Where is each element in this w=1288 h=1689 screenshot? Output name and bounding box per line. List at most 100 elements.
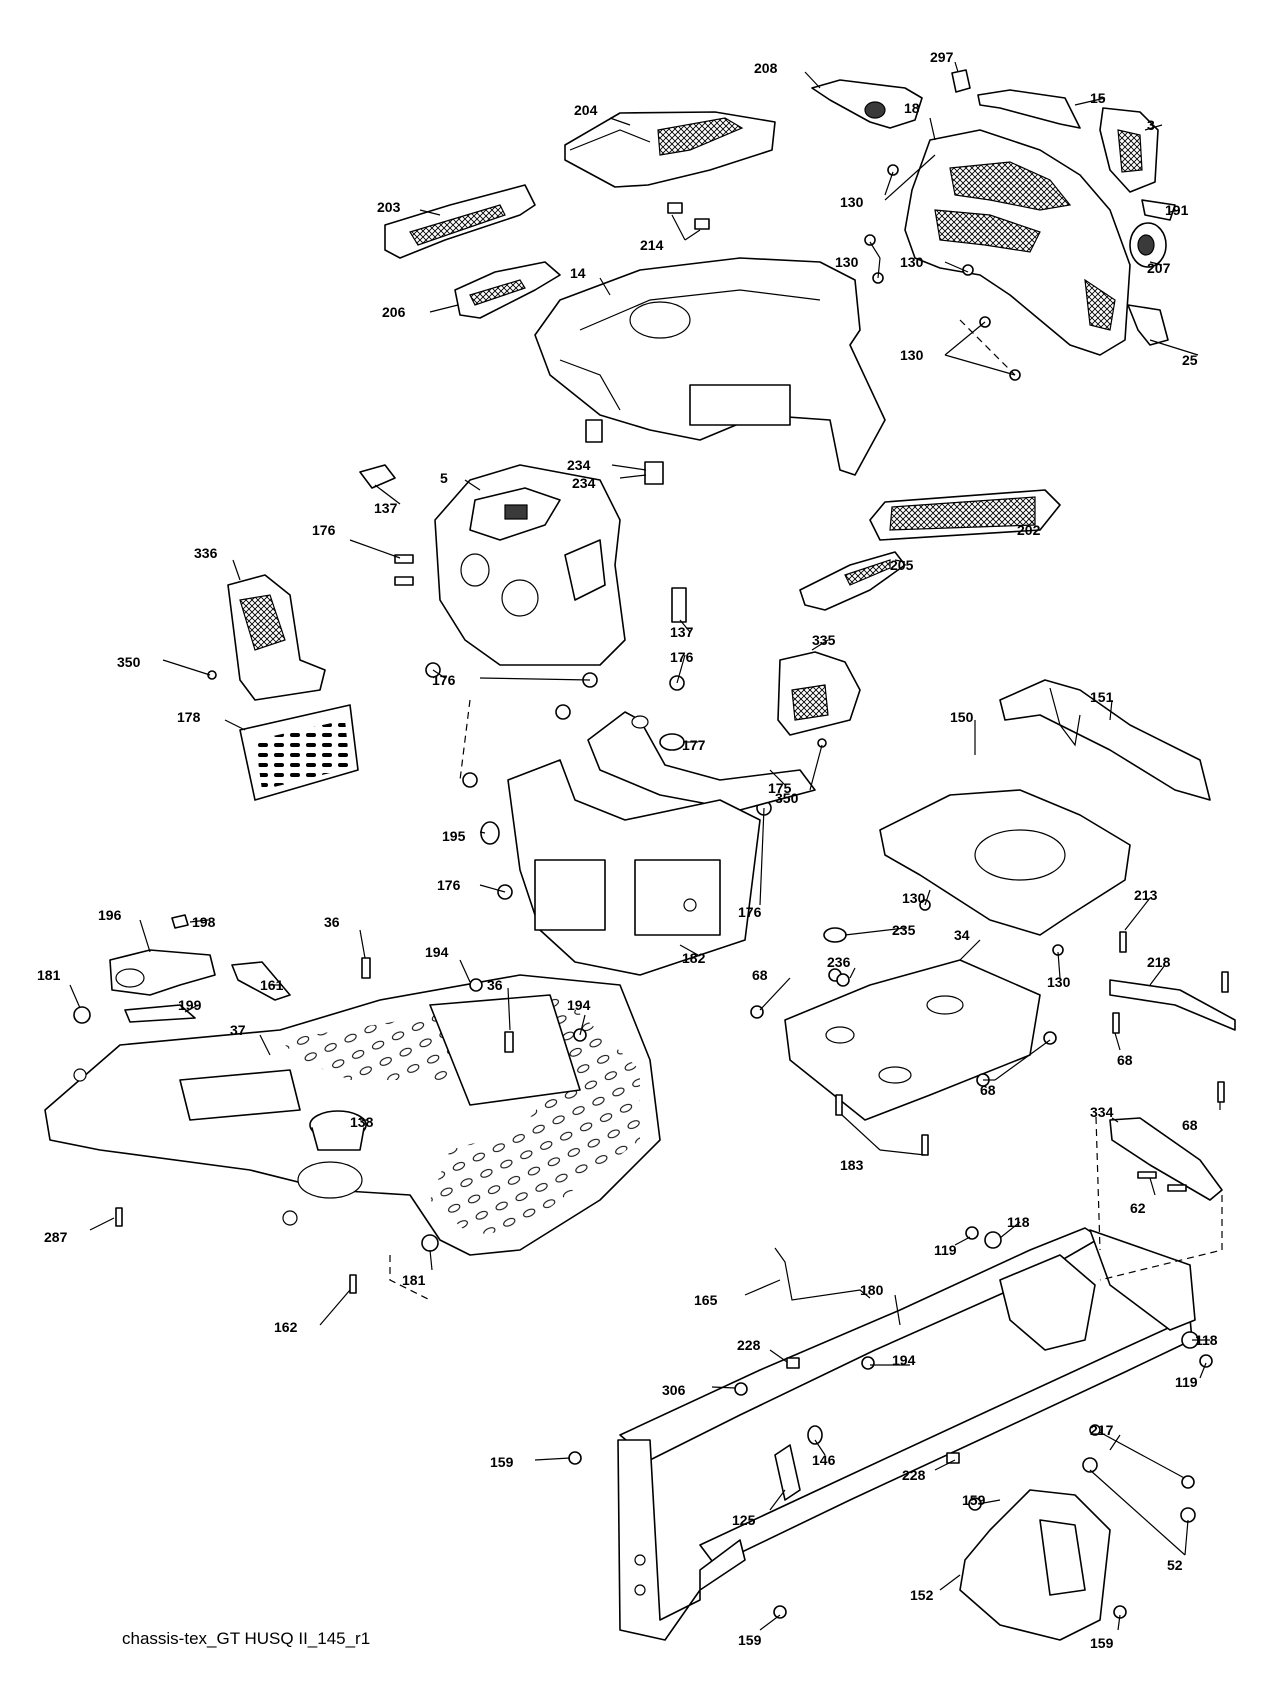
callout-350: 350 — [775, 790, 799, 806]
part-195-grommet — [480, 821, 500, 845]
callout-34: 34 — [954, 927, 970, 943]
callout-37: 37 — [230, 1022, 246, 1038]
callout-199: 199 — [178, 997, 202, 1013]
callout-191: 191 — [1165, 202, 1189, 218]
part-228-bolts — [786, 1357, 960, 1464]
callout-leader — [1109, 1434, 1121, 1451]
callout-130: 130 — [1047, 974, 1071, 990]
callout-leader — [609, 117, 631, 126]
part-150-plate — [879, 789, 1131, 936]
callout-leader — [579, 1014, 586, 1036]
part-213-bolts — [1119, 931, 1229, 993]
callout-176: 176 — [432, 672, 456, 688]
callout-leader — [139, 919, 151, 953]
part-125-bracket — [774, 1444, 801, 1501]
callout-leader — [89, 1217, 115, 1231]
part-15-trim — [977, 89, 1081, 129]
callout-leader — [534, 1457, 571, 1461]
part-234-clips — [585, 419, 664, 485]
callout-leader — [769, 769, 786, 786]
callout-5: 5 — [440, 470, 448, 486]
part-182-tower — [507, 759, 761, 976]
callout-leader — [809, 744, 823, 791]
callout-leader — [374, 484, 401, 505]
callout-leader — [1117, 1614, 1121, 1631]
callout-leader — [884, 171, 894, 196]
callout-leader — [679, 944, 699, 956]
callout-194: 194 — [567, 997, 591, 1013]
callout-leader — [1169, 209, 1181, 213]
callout-leader — [419, 209, 441, 216]
callout-leader — [944, 354, 1016, 376]
part-191-clip — [1141, 199, 1176, 221]
callout-leader — [359, 929, 366, 959]
callout-leader — [259, 1034, 271, 1056]
callout-194: 194 — [425, 944, 449, 960]
callout-leader — [162, 659, 211, 676]
part-177-nut — [659, 733, 685, 751]
callout-150: 150 — [950, 709, 974, 725]
callout-leader — [934, 1459, 956, 1471]
callout-leader — [1184, 1519, 1189, 1556]
callout-228: 228 — [737, 1337, 761, 1353]
part-146-plug — [807, 1425, 823, 1445]
callout-leader — [769, 1489, 786, 1511]
callout-leader — [954, 1236, 971, 1246]
callout-138: 138 — [350, 1114, 374, 1130]
callout-202: 202 — [1017, 522, 1041, 538]
part-25-clip — [1127, 304, 1169, 346]
callout-180: 180 — [860, 1282, 884, 1298]
part-165-rod — [774, 1247, 871, 1301]
callout-leader — [1144, 124, 1163, 131]
callout-leader — [479, 884, 506, 893]
part-151-bracket — [999, 679, 1211, 801]
diagram-caption: chassis-tex_GT HUSQ II_145_r1 — [122, 1629, 371, 1648]
part-3-side-panel — [1099, 107, 1159, 193]
part-34-plate — [784, 959, 1041, 1121]
part-208-dash-bracket — [811, 79, 923, 129]
callout-leader — [804, 71, 821, 89]
callout-leader — [1074, 97, 1106, 106]
callout-leader — [1114, 1032, 1121, 1051]
callout-leader — [879, 1149, 926, 1156]
callout-leader — [189, 919, 209, 923]
callout-leader — [1149, 339, 1199, 356]
callout-leader — [1111, 1117, 1119, 1123]
part-306-nut — [734, 1382, 748, 1396]
callout-leader — [759, 977, 791, 1011]
part-180-frame — [617, 1227, 1196, 1641]
callout-leader — [1089, 1469, 1186, 1556]
callout-leader — [1199, 1362, 1207, 1379]
part-202-grille-insert — [869, 489, 1061, 541]
callout-leader — [884, 154, 936, 201]
callout-leader — [679, 619, 691, 633]
callout-leader — [769, 1349, 788, 1363]
callout-178: 178 — [177, 709, 201, 725]
callout-leader — [1149, 964, 1166, 986]
callout-leader — [954, 61, 959, 73]
part-217-rod — [1089, 1424, 1195, 1489]
callout-206: 206 — [382, 304, 406, 320]
callout-176: 176 — [312, 522, 336, 538]
callout-159: 159 — [490, 1454, 514, 1470]
callout-234: 234 — [572, 475, 596, 491]
callout-176: 176 — [437, 877, 461, 893]
callout-208: 208 — [754, 60, 778, 76]
part-137-bracket — [359, 464, 687, 623]
callout-leader — [759, 807, 765, 906]
callout-306: 306 — [662, 1382, 686, 1398]
part-206-vent — [454, 261, 561, 319]
callout-205: 205 — [890, 557, 914, 573]
callout-leader — [849, 967, 856, 979]
callout-335: 335 — [812, 632, 836, 648]
callout-176: 176 — [670, 649, 694, 665]
callout-leader — [924, 889, 931, 906]
callout-161: 161 — [260, 977, 284, 993]
callout-152: 152 — [910, 1587, 934, 1603]
callout-181: 181 — [37, 967, 61, 983]
callout-leader — [507, 987, 511, 1031]
callout-151: 151 — [1090, 689, 1114, 705]
callout-leader — [759, 1614, 781, 1631]
